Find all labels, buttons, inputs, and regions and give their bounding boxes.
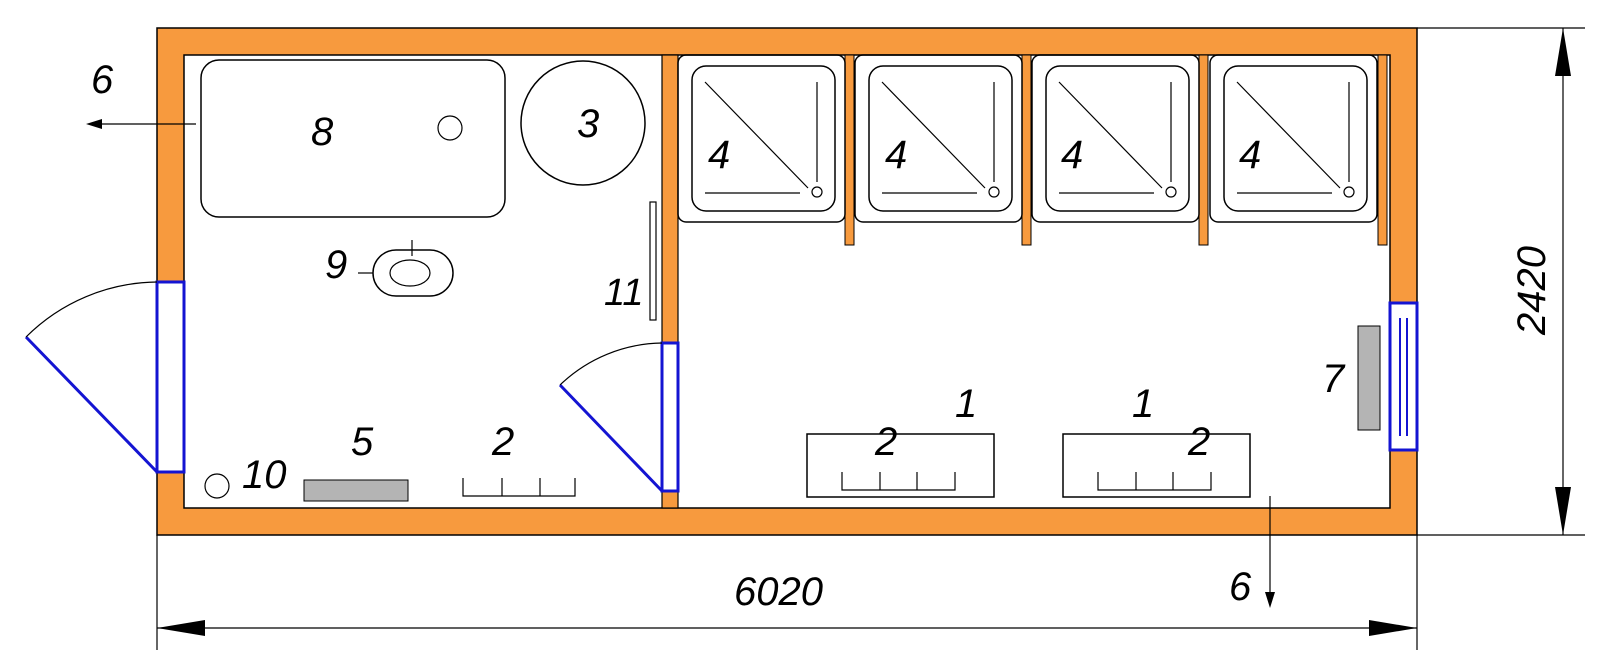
tank-3: 3 [520, 60, 646, 186]
shower-label: 4 [1239, 133, 1261, 177]
mirror-11: 11 [604, 201, 657, 321]
drain-label: 6 [91, 58, 114, 102]
shower-cabin-2: 4 [854, 54, 1023, 223]
heater-5: 5 [303, 420, 409, 502]
bench-label: 2 [1187, 420, 1210, 464]
bed-label: 1 [955, 382, 977, 426]
shower-cabin-1: 4 [677, 54, 846, 223]
sink-label: 9 [325, 243, 347, 287]
radiator-label: 7 [1322, 357, 1346, 401]
width-value: 2420 [1510, 246, 1554, 336]
bench-label: 2 [491, 420, 514, 464]
drain-label: 6 [1229, 565, 1252, 609]
drain-outlet-bottom: 6 [1229, 496, 1275, 609]
shower-label: 4 [885, 133, 907, 177]
length-value: 6020 [734, 570, 823, 614]
shower-label: 4 [708, 133, 730, 177]
bench-label: 2 [874, 420, 897, 464]
length-dimension: 6020 [156, 535, 1418, 650]
floor-drain-10: 10 [204, 453, 287, 499]
bed-1-first: 2 1 [806, 382, 995, 498]
shower-partitions [844, 54, 1388, 246]
sink-9: 9 [325, 240, 454, 297]
shower-cabin-3: 4 [1031, 54, 1200, 223]
tray-label: 8 [311, 110, 334, 154]
tank-label: 3 [577, 102, 599, 146]
bench-left-room: 2 [462, 420, 576, 497]
entrance-door [24, 280, 186, 474]
radiator-7: 7 [1322, 325, 1381, 431]
heater-label: 5 [351, 420, 374, 464]
width-dimension: 2420 [1417, 27, 1585, 536]
bed-1-second: 2 1 [1062, 382, 1251, 498]
shower-cabin-4: 4 [1209, 54, 1378, 223]
inner-door [558, 341, 680, 493]
drain-outlet-left: 6 [86, 58, 196, 129]
floor-drain-label: 10 [242, 453, 287, 497]
shower-label: 4 [1061, 133, 1083, 177]
bed-label: 1 [1132, 382, 1154, 426]
mirror-label: 11 [604, 272, 643, 314]
window [1388, 301, 1419, 452]
tray-8: 8 [200, 59, 506, 218]
